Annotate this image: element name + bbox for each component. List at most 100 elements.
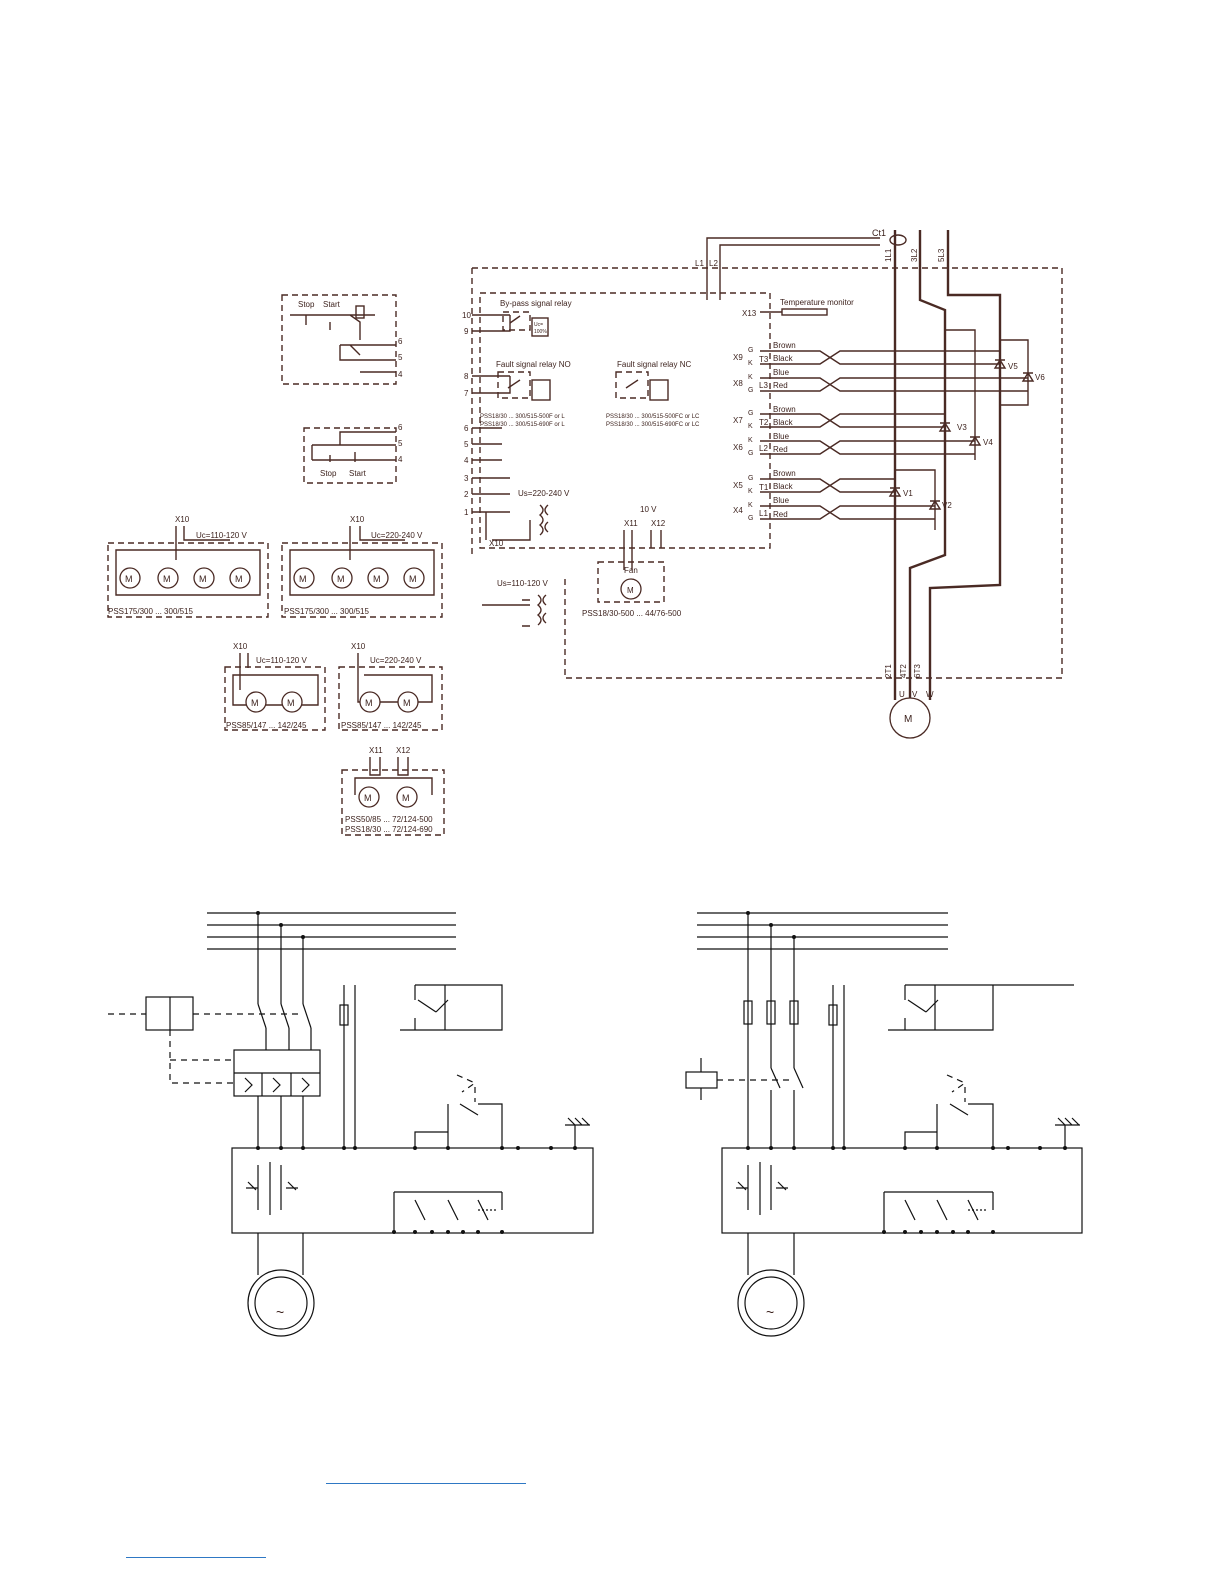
wire-color-label: Black — [773, 354, 794, 363]
l2-label: L2 — [709, 259, 718, 268]
conn-x7: X7 — [733, 416, 743, 425]
fan-box-model: PSS85/147 ... 142/245 — [226, 721, 307, 730]
conn-x9: X9 — [733, 353, 743, 362]
fan-m: M — [409, 574, 417, 584]
fault-no-model-1: PSS18/30 ... 300/515-500F or L — [480, 414, 565, 420]
soft-starter-wiring-diagram: Ct1 L1 L2 1L1 3L2 5L3 2T1 4T2 6T3 U V W … — [462, 228, 1063, 739]
fault-nc-model-2: PSS18/30 ... 300/515-690FC or LC — [606, 422, 700, 428]
main-motor-icon — [889, 697, 931, 739]
thyristor-icons: V5 V6 V3 V4 V1 V2 — [888, 358, 1045, 510]
small-box-model-1: PSS50/85 ... 72/124-500 — [345, 815, 433, 824]
phase-1l1: 1L1 — [884, 248, 893, 262]
phase-5l3: 5L3 — [937, 248, 946, 262]
fan-box-2: X10 Uc=220-240 V M M M M PSS175/300 ... … — [281, 515, 443, 618]
gk-label: G — [748, 450, 753, 457]
fault-relay-nc-icon — [649, 379, 669, 401]
gk-label: G — [748, 515, 753, 522]
gk-label: K — [748, 423, 753, 430]
fan-box-1: X10 Uc=110-120 V M M M M PSS175/300 ... … — [107, 515, 269, 618]
hyperlink-underline[interactable] — [126, 1557, 266, 1558]
fan-motor-icon — [620, 578, 642, 600]
fan-box-x10: X10 — [175, 515, 190, 524]
gk-label: K — [748, 374, 753, 381]
wire-color-label: Blue — [773, 368, 790, 377]
wire-color-label: Blue — [773, 432, 790, 441]
wire-color-label: Red — [773, 510, 788, 519]
fan-m: M — [402, 793, 410, 803]
wire-color-label: Brown — [773, 405, 796, 414]
start-label: Start — [349, 469, 367, 478]
ct1-label: Ct1 — [872, 228, 886, 238]
motor-left-symbol: ~ — [276, 1304, 284, 1320]
fan-m: M — [287, 698, 295, 708]
stop-label: Stop — [298, 300, 315, 309]
terminal-10: 10 — [462, 311, 471, 320]
fan-box-3: X10 Uc=110-120 V M M PSS85/147 ... 142/2… — [224, 642, 326, 731]
terminal-4: 4 — [464, 456, 469, 465]
fan-motor-label: M — [627, 586, 634, 595]
wire-color-label: Black — [773, 418, 794, 427]
tl-label: L1 — [759, 509, 768, 518]
term-4: 4 — [398, 455, 403, 464]
fan-m: M — [199, 574, 207, 584]
thyristor-v2: V2 — [942, 501, 952, 510]
term-6: 6 — [398, 423, 403, 432]
uc-100-label-b: 100% — [534, 329, 547, 335]
gk-label: K — [748, 488, 753, 495]
term-6: 6 — [398, 337, 403, 346]
term-5: 5 — [398, 439, 403, 448]
terminal-6: 6 — [464, 424, 469, 433]
fan-m: M — [163, 574, 171, 584]
fan-box-x10: X10 — [350, 515, 365, 524]
terminal-8: 8 — [464, 372, 469, 381]
wire-color-label: Blue — [773, 496, 790, 505]
thyristor-v5: V5 — [1008, 362, 1018, 371]
fan-box-x10: X10 — [351, 642, 366, 651]
temperature-monitor-label: Temperature monitor — [780, 298, 854, 307]
hyperlink-underline[interactable] — [326, 1483, 526, 1484]
temperature-sensor-icon — [781, 308, 828, 316]
phase-4t2: 4T2 — [899, 664, 908, 678]
10v-label: 10 V — [640, 505, 657, 514]
fault-relay-no-icon — [531, 379, 551, 401]
tl-label: L3 — [759, 381, 768, 390]
terminal-7: 7 — [464, 389, 469, 398]
phase-2t1: 2T1 — [884, 664, 893, 678]
gk-label: K — [748, 437, 753, 444]
motor-left-icon — [247, 1269, 315, 1337]
small-box-model-2: PSS18/30 ... 72/124-690 — [345, 825, 433, 834]
fan-m: M — [235, 574, 243, 584]
gk-label: G — [748, 410, 753, 417]
terminal-w: W — [926, 690, 934, 699]
motor-right-icon — [737, 1269, 805, 1337]
bypass-title: By-pass signal relay — [500, 299, 572, 308]
motor-right-symbol: ~ — [766, 1304, 774, 1320]
gk-label: K — [748, 502, 753, 509]
tl-label: T3 — [759, 355, 769, 364]
phase-6t3: 6T3 — [913, 664, 922, 678]
fan-box-model: PSS175/300 ... 300/515 — [108, 607, 194, 616]
stop-start-circuit-2: Stop Start 6 5 4 — [303, 423, 403, 484]
stop-start-circuit-1: Stop Start 6 5 4 — [281, 294, 403, 385]
gk-label: G — [748, 347, 753, 354]
contactor-coil-icon — [685, 1071, 718, 1089]
fan-m: M — [365, 698, 373, 708]
schematic-right: ~ — [685, 911, 1083, 1337]
gate-connectors: X9 X8 X7 X6 X5 X4 G K K G T3 L3 Brown Bl… — [733, 341, 1028, 522]
fan-box-model: PSS85/147 ... 142/245 — [341, 721, 422, 730]
tl-label: L2 — [759, 444, 768, 453]
wire-color-label: Brown — [773, 469, 796, 478]
terminal-5: 5 — [464, 440, 469, 449]
x13-label: X13 — [742, 309, 757, 318]
terminal-9: 9 — [464, 327, 469, 336]
fault-nc-model-1: PSS18/30 ... 300/515-500FC or LC — [606, 414, 700, 420]
fan-box-x10: X10 — [233, 642, 248, 651]
start-label: Start — [323, 300, 341, 309]
us-220-label: Us=220-240 V — [518, 489, 570, 498]
wire-color-label: Brown — [773, 341, 796, 350]
term-5: 5 — [398, 353, 403, 362]
tl-label: T2 — [759, 418, 769, 427]
gk-label: G — [748, 387, 753, 394]
terminal-u: U — [899, 690, 905, 699]
wire-color-label: Red — [773, 381, 788, 390]
